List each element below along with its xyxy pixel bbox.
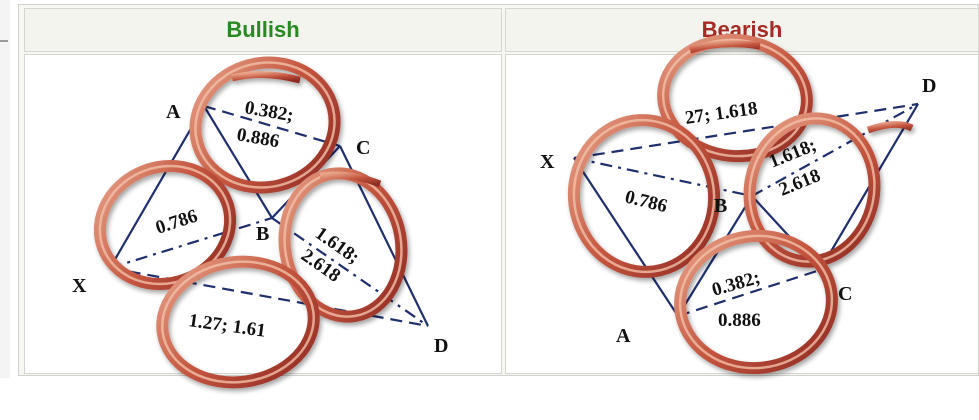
ratio-label: 0.786 [153,206,200,239]
ratio-label: 27; 1.618 [684,98,759,129]
point-label-x: X [540,151,555,173]
ratio-label: 0.886 [718,310,761,331]
point-label-x: X [72,275,87,297]
ratio-label: 0.886 [235,124,281,152]
point-label-b: B [256,223,269,245]
point-label-b: B [714,195,727,217]
bearish-point-labels: X A B C D [540,75,936,347]
bullish-fib-rings [93,56,408,389]
fib-ring [657,33,813,163]
fib-ring [567,114,721,278]
point-label-d: D [922,75,936,97]
leg-xb [573,156,753,198]
ring-tail [319,171,382,188]
bullish-pattern: X A B C D 0.382; 0.886 0.786 1.618; 2.61… [72,56,448,389]
leg-xd [109,266,429,328]
ring-tail [231,70,301,84]
bearish-pattern-lines [573,102,919,318]
point-label-a: A [616,325,631,347]
leg-xa [109,105,205,269]
leg-ab [677,195,753,317]
leg-bd [751,103,919,197]
ratio-label: 0.382; [243,97,295,126]
leg-ac [677,268,821,318]
bearish-fib-rings [567,33,914,375]
bullish-title: Bullish [226,17,300,42]
leg-xa [573,157,679,317]
leg-xd [573,102,919,160]
bullish-point-labels: X A B C D [72,101,448,357]
bullish-header: Bullish [24,8,502,52]
ratio-label: 0.786 [623,186,670,217]
point-label-c: C [356,137,370,159]
bearish-pattern: X A B C D 27; 1.618 0.786 1.618; 2.618 0… [540,33,936,375]
ratio-label: 1.27; 1.61 [187,310,267,342]
point-label-d: D [434,335,448,357]
point-label-c: C [838,283,852,305]
point-label-a: A [166,101,181,123]
page-bottom-area [0,378,979,420]
fib-ring [743,112,881,268]
ring-tail [866,121,914,134]
leg-bd [271,217,429,327]
ratio-label: 0.382; [710,267,763,301]
leg-ab [203,105,273,219]
leg-xb [109,216,273,270]
fib-ring [189,56,341,194]
leg-ac [203,104,341,148]
fib-ring [156,255,320,389]
edge-marker [0,40,8,42]
ring-tail [688,40,761,54]
fib-ring [674,229,838,375]
